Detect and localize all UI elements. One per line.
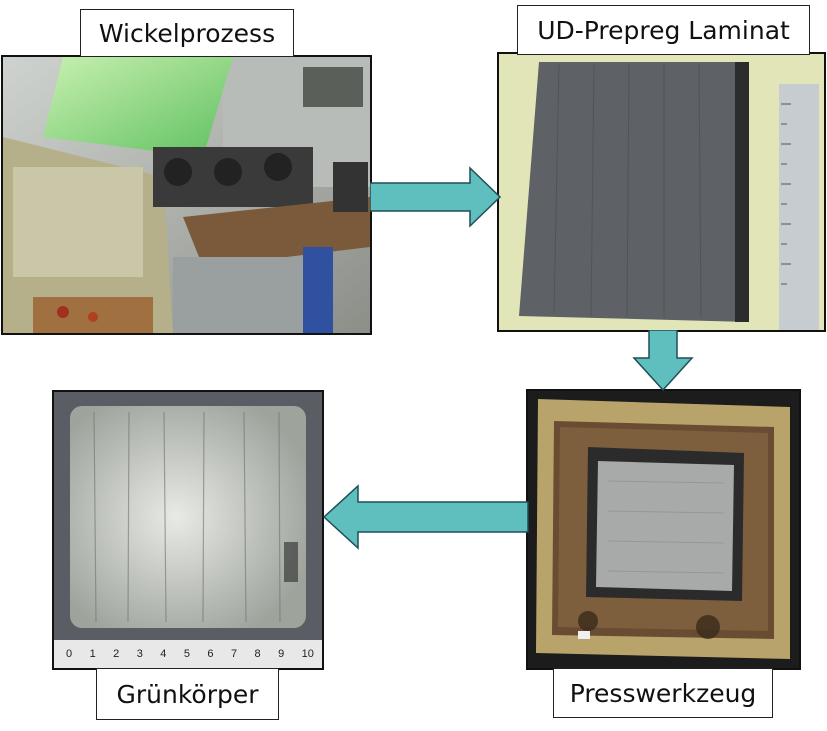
green-body-photo: 0 1 2 3 4 5 6 7 8 9 10 bbox=[52, 390, 324, 670]
ruler-tick: 3 bbox=[136, 648, 143, 660]
laminate-label: UD-Prepreg Laminat bbox=[517, 5, 810, 55]
ruler-tick: 8 bbox=[254, 648, 261, 660]
arrow-right-icon bbox=[370, 166, 502, 228]
winding-process-label-text: Wickelprozess bbox=[98, 18, 276, 48]
press-tool-label-text: Presswerkzeug bbox=[569, 678, 757, 708]
ruler-tick: 6 bbox=[207, 648, 214, 660]
ruler-tick: 7 bbox=[230, 648, 238, 660]
ruler-tick: 0 bbox=[66, 648, 73, 660]
ruler-tick: 9 bbox=[278, 648, 285, 660]
ruler-tick: 10 bbox=[301, 648, 314, 660]
winding-process-label: Wickelprozess bbox=[80, 9, 294, 57]
laminate-photo bbox=[497, 52, 826, 332]
ruler: 0 1 2 3 4 5 6 7 8 9 10 bbox=[66, 642, 314, 666]
press-tool-label: Presswerkzeug bbox=[553, 668, 773, 718]
green-body-label-text: Grünkörper bbox=[116, 679, 259, 709]
winding-process-photo bbox=[1, 55, 372, 335]
laminate-label-text: UD-Prepreg Laminat bbox=[537, 15, 790, 45]
arrow-down-icon bbox=[632, 330, 694, 392]
ruler-tick: 4 bbox=[160, 648, 167, 660]
ruler-tick: 1 bbox=[89, 648, 96, 660]
arrow-left-icon bbox=[322, 484, 529, 550]
ruler-tick: 2 bbox=[113, 648, 120, 660]
green-body-label: Grünkörper bbox=[96, 668, 279, 720]
press-tool-photo bbox=[526, 389, 801, 670]
ruler-tick: 5 bbox=[183, 648, 190, 660]
